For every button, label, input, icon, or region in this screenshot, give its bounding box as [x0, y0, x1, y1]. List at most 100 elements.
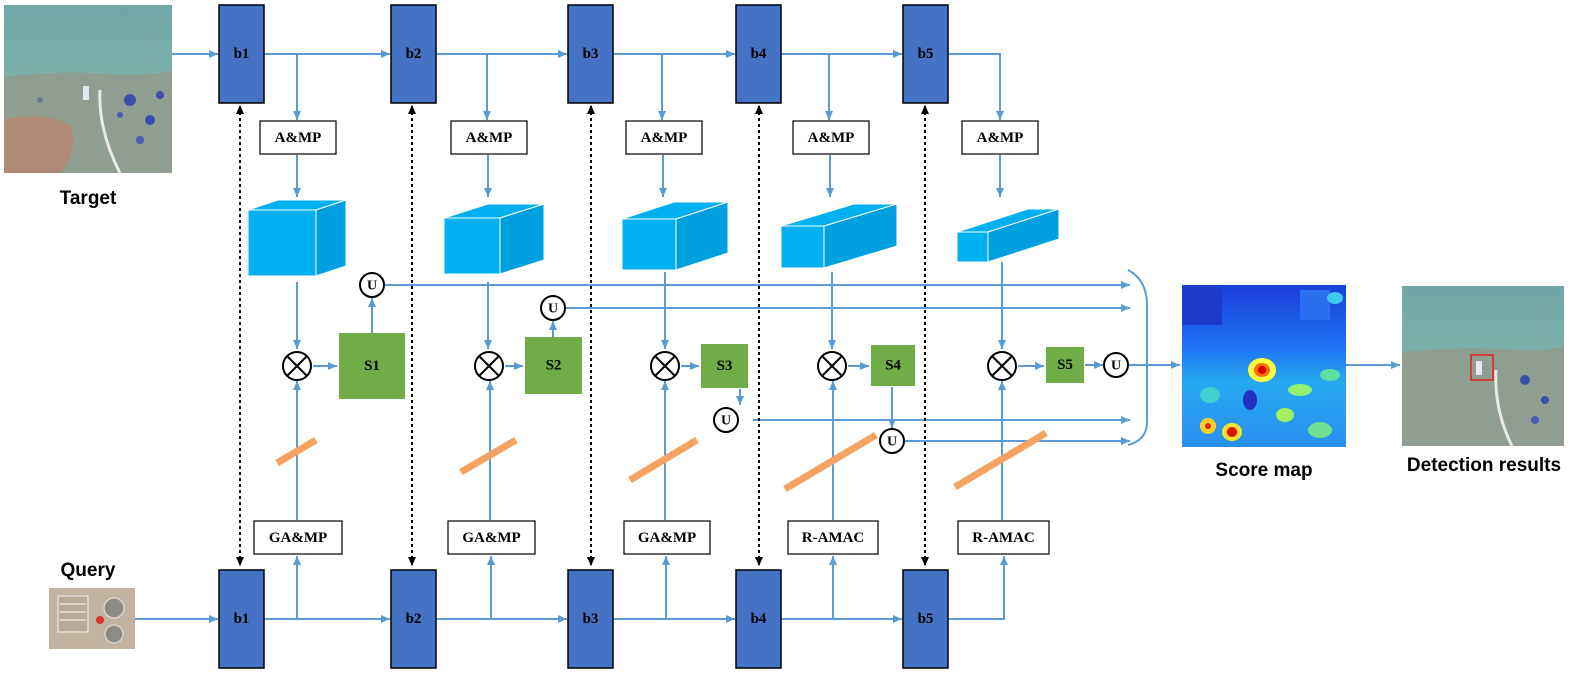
cross-branch-links: [236, 105, 929, 566]
target-block-rect: [902, 4, 949, 104]
upsample-circle-icon: U: [359, 272, 385, 298]
score-map-label: Score map: [1215, 460, 1312, 481]
circle-times-icon: [987, 351, 1017, 381]
upsample-circle-icon: U: [879, 428, 905, 454]
upsample-operators: U U U U U: [359, 272, 1129, 454]
target-image: [4, 5, 172, 173]
circle-times-icon: [474, 351, 504, 381]
attention-bar-icon: [459, 436, 518, 476]
query-block-rect: [735, 569, 782, 669]
query-block-label: b2: [406, 611, 422, 627]
attention-bar-icon: [275, 436, 318, 467]
target-block-label: b4: [751, 46, 767, 62]
query-module-label: R-AMAC: [802, 530, 864, 546]
upsample-label: U: [1111, 359, 1121, 374]
upsample-circle-icon: U: [713, 407, 739, 433]
score-label: S1: [364, 358, 380, 374]
attention-bar-icon: [953, 429, 1048, 491]
target-block-b1: b1: [218, 4, 265, 104]
query-backbone-blocks: b1 b2 b3 b4 b5: [218, 569, 949, 669]
feature-cube-icon: [780, 203, 898, 269]
query-block-rect: [390, 569, 437, 669]
query-module-label: R-AMAC: [972, 530, 1034, 546]
amp-module: A&MP: [792, 120, 870, 155]
amp-module-label: A&MP: [466, 130, 513, 146]
target-block-label: b2: [406, 46, 422, 62]
detection-label: Detection results: [1407, 455, 1561, 476]
target-block-rect: [735, 4, 782, 104]
query-module: GA&MP: [623, 520, 711, 555]
query-block-b5: b5: [902, 569, 949, 669]
query-module: R-AMAC: [957, 520, 1050, 555]
target-block-rect: [567, 4, 614, 104]
attention-bar-icon: [783, 431, 878, 493]
query-block-label: b3: [583, 611, 599, 627]
target-block-rect: [390, 4, 437, 104]
score-block-s5: S5: [1046, 347, 1084, 383]
score-block-s3: S3: [701, 344, 748, 388]
query-block-label: b4: [751, 611, 767, 627]
attention-bars: [275, 429, 1048, 493]
detection-result-image: [1402, 286, 1564, 446]
query-label: Query: [61, 560, 116, 581]
score-label: S3: [717, 358, 733, 374]
score-label: S5: [1057, 357, 1073, 373]
target-block-b5: b5: [902, 4, 949, 104]
correlation-operators: [282, 351, 1017, 381]
query-module: R-AMAC: [787, 520, 879, 555]
query-block-b1: b1: [218, 569, 265, 669]
feature-cube-icon: [956, 208, 1060, 263]
target-block-rect: [218, 4, 265, 104]
upsample-label: U: [367, 279, 377, 294]
upsample-circle-icon: U: [1103, 352, 1129, 378]
query-block-b3: b3: [567, 569, 614, 669]
target-block-b4: b4: [735, 4, 782, 104]
query-module-label: GA&MP: [462, 530, 520, 546]
circle-times-icon: [817, 351, 847, 381]
upsample-circle-icon: U: [540, 295, 566, 321]
amp-module-label: A&MP: [641, 130, 688, 146]
score-label: S4: [885, 358, 901, 374]
amp-module: A&MP: [450, 120, 528, 155]
query-block-label: b5: [918, 611, 934, 627]
target-backbone-blocks: b1 b2 b3 b4 b5: [218, 4, 949, 104]
query-block-b4: b4: [735, 569, 782, 669]
attention-bar-icon: [628, 436, 699, 484]
query-module: GA&MP: [253, 520, 343, 555]
query-module-label: GA&MP: [638, 530, 696, 546]
score-block-s2: S2: [525, 337, 582, 394]
upsample-label: U: [548, 302, 558, 317]
score-blocks: S1 S2 S3 S4 S5: [339, 333, 1084, 399]
query-block-rect: [902, 569, 949, 669]
target-block-label: b5: [918, 46, 934, 62]
upsample-label: U: [721, 414, 731, 429]
detection-box: [1470, 354, 1494, 381]
target-block-label: b3: [583, 46, 599, 62]
query-module: GA&MP: [447, 520, 536, 555]
score-block-s1: S1: [339, 333, 405, 399]
feature-cube-icon: [621, 201, 729, 271]
feature-cube-icon: [247, 199, 347, 277]
upsample-label: U: [887, 435, 897, 450]
target-label: Target: [60, 188, 117, 209]
circle-times-icon: [650, 351, 680, 381]
feature-cube-icon: [443, 203, 545, 275]
amp-module: A&MP: [625, 120, 703, 155]
amp-module-label: A&MP: [977, 130, 1024, 146]
target-block-b2: b2: [390, 4, 437, 104]
query-module-label: GA&MP: [269, 530, 327, 546]
query-block-b2: b2: [390, 569, 437, 669]
query-block-rect: [567, 569, 614, 669]
circle-times-icon: [282, 351, 312, 381]
feature-cubes: [247, 199, 1060, 277]
target-block-b3: b3: [567, 4, 614, 104]
score-block-s4: S4: [871, 345, 915, 386]
query-block-label: b1: [234, 611, 250, 627]
amp-module: A&MP: [961, 120, 1039, 155]
query-modules: GA&MP GA&MP GA&MP R-AMAC R-AMAC: [253, 520, 1050, 555]
score-map-image: [1182, 285, 1346, 447]
amp-module-label: A&MP: [808, 130, 855, 146]
score-label: S2: [546, 358, 562, 374]
